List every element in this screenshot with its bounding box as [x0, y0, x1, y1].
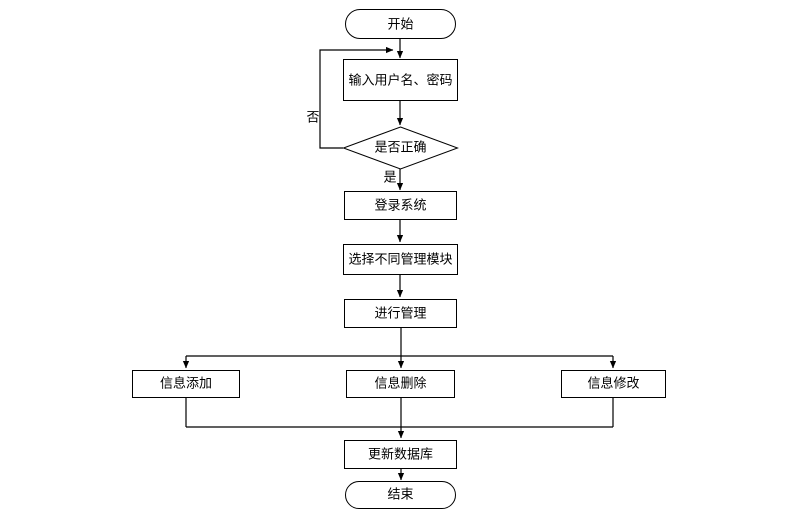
decision-correct-label: 是否正确	[374, 139, 426, 154]
select-module-label: 选择不同管理模块	[348, 251, 452, 266]
info-add-label: 信息添加	[160, 375, 212, 390]
info-delete-label: 信息删除	[374, 375, 426, 390]
select-module-shape	[343, 244, 458, 275]
update-database-shape	[344, 440, 457, 469]
login-system-label: 登录系统	[374, 197, 426, 212]
info-delete-shape	[346, 370, 455, 398]
edge-decision-no-loop-to-input	[319, 46, 394, 149]
node-login-system[interactable]: 登录系统	[344, 191, 457, 220]
node-update-database[interactable]: 更新数据库	[344, 440, 457, 469]
input-credentials-label: 输入用户名、密码	[348, 72, 452, 87]
decision-correct-shape	[342, 126, 459, 170]
node-end[interactable]: 结束	[345, 481, 456, 509]
perform-management-shape	[344, 299, 457, 328]
input-credentials-shape	[343, 59, 458, 101]
node-info-modify[interactable]: 信息修改	[561, 370, 666, 398]
edge-label-no: 否	[306, 109, 319, 124]
connector-layer	[182, 38, 617, 481]
info-add-shape	[132, 370, 240, 398]
login-system-shape	[344, 191, 457, 220]
node-select-module[interactable]: 选择不同管理模块	[343, 244, 458, 275]
node-decision-correct[interactable]: 是否正确	[342, 126, 459, 170]
node-info-add[interactable]: 信息添加	[132, 370, 240, 398]
info-modify-label: 信息修改	[587, 375, 639, 390]
node-start[interactable]: 开始	[345, 9, 456, 39]
end-terminator-shape	[345, 481, 456, 509]
perform-management-label: 进行管理	[374, 305, 426, 320]
node-input-credentials[interactable]: 输入用户名、密码	[343, 59, 458, 101]
start-terminator-shape	[345, 9, 456, 39]
info-modify-shape	[561, 370, 666, 398]
update-database-label: 更新数据库	[368, 446, 433, 461]
node-perform-management[interactable]: 进行管理	[344, 299, 457, 328]
edge-label-yes: 是	[383, 169, 396, 184]
end-label: 结束	[387, 486, 413, 501]
start-label: 开始	[387, 16, 413, 31]
node-info-delete[interactable]: 信息删除	[346, 370, 455, 398]
